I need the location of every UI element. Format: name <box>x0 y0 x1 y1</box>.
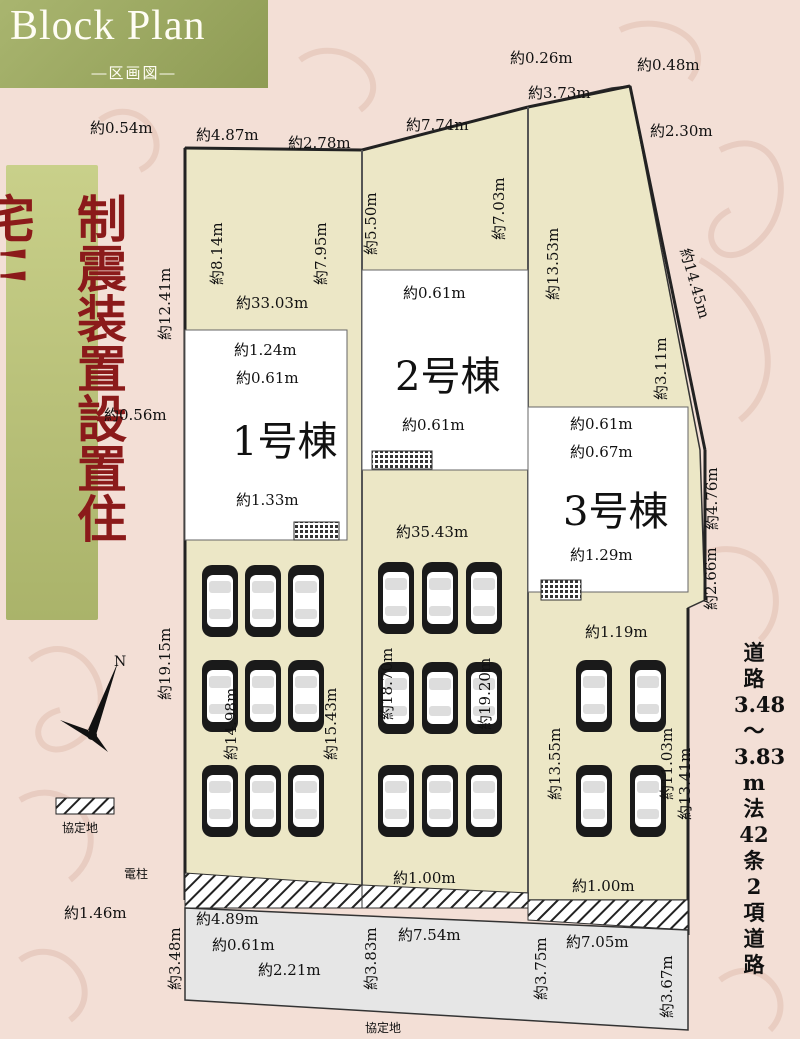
dim-label: 約18.70m <box>378 648 396 720</box>
road-char: 条 <box>743 848 765 873</box>
dim-label: 約13.53m <box>544 228 562 300</box>
vertical-dimension-labels: 約12.41m 約8.14m 約7.95m 約5.50m 約7.03m 約13.… <box>156 177 721 1018</box>
page-subtitle: ―区画図― <box>91 64 177 82</box>
compass-icon: N <box>60 654 126 752</box>
road-label: 道 路 3.48 ～ 3.83 m 法 42 条 2 項 道 路 <box>734 640 786 978</box>
dim-label: 約7.95m <box>312 222 330 285</box>
road-char: 路 <box>743 666 765 691</box>
road-char: 2 <box>746 874 762 899</box>
dim-label: 約14.45m <box>676 246 713 320</box>
building-1-label: 1号棟 <box>232 419 337 465</box>
dim-label: 約1.00m <box>393 869 456 887</box>
road-char: 項 <box>743 900 765 925</box>
title-box: Block Plan ―区画図― <box>0 0 268 88</box>
dim-label: 約12.41m <box>156 268 174 340</box>
road-char: 道 <box>743 640 765 665</box>
compass-label: N <box>114 654 126 670</box>
dim-label: 約0.61m <box>212 936 275 954</box>
road-char: 道 <box>743 926 765 951</box>
dim-label: 約15.43m <box>322 688 340 760</box>
page-title: Block Plan <box>10 3 206 49</box>
dim-label: 約2.30m <box>650 122 713 140</box>
dim-label: 約19.20m <box>476 658 494 730</box>
road-char: 42 <box>739 822 769 847</box>
road-char: 3.83 <box>734 744 786 769</box>
road-char: 法 <box>743 796 765 821</box>
dim-label: 約0.26m <box>510 49 573 67</box>
dim-label: 約0.48m <box>637 56 700 74</box>
road-char: ～ <box>743 718 765 743</box>
dim-label: 約3.48m <box>166 927 184 990</box>
entrance-3 <box>540 579 582 601</box>
dim-label: 約3.73m <box>528 84 591 102</box>
dim-label: 約7.54m <box>398 926 461 944</box>
dim-label: 約33.03m <box>236 294 308 312</box>
denchu-label: 電柱 <box>124 866 148 881</box>
dim-label: 約0.61m <box>236 369 299 387</box>
road-char: 路 <box>743 952 765 977</box>
legend-swatch <box>55 797 115 815</box>
building-2-label: 2号棟 <box>395 354 500 400</box>
dim-label: 約2.21m <box>258 961 321 979</box>
dim-label: 約0.61m <box>403 284 466 302</box>
dim-label: 約7.05m <box>566 933 629 951</box>
dim-label: 約1.00m <box>572 877 635 895</box>
dim-label: 約2.66m <box>702 547 720 610</box>
dim-label: 約0.61m <box>402 416 465 434</box>
dim-label: 約1.46m <box>64 904 127 922</box>
dim-label: 約1.29m <box>570 546 633 564</box>
dim-label: 約14.98m <box>222 688 240 760</box>
dim-label: 約3.67m <box>658 955 676 1018</box>
dim-label: 約1.33m <box>236 491 299 509</box>
dim-label: 約13.41m <box>676 748 694 820</box>
entrance-1 <box>293 521 340 541</box>
dim-label: 約4.87m <box>196 126 259 144</box>
dim-label: 約7.74m <box>406 116 469 134</box>
dim-label: 約11.03m <box>658 728 676 800</box>
dim-label: 約0.67m <box>570 443 633 461</box>
dim-label: 約3.11m <box>652 337 670 400</box>
dim-label: 約8.14m <box>208 222 226 285</box>
dim-label: 約3.83m <box>362 927 380 990</box>
dim-label: 約4.76m <box>703 467 721 530</box>
road-area <box>184 907 689 1031</box>
dim-label: 約4.89m <box>196 910 259 928</box>
dim-label: 約2.78m <box>288 134 351 152</box>
house-2 <box>361 269 529 471</box>
dim-label: 約5.50m <box>362 192 380 255</box>
dim-label: 約0.54m <box>90 119 153 137</box>
building-3-label: 3号棟 <box>563 489 668 535</box>
dim-label: 約19.15m <box>156 628 174 700</box>
legend-label: 協定地 <box>62 820 98 835</box>
entrance-2 <box>371 450 433 470</box>
bottom-kyoteichi-label: 協定地 <box>365 1020 401 1035</box>
road-char: m <box>742 770 766 795</box>
dim-label: 約0.61m <box>570 415 633 433</box>
house-1 <box>184 329 348 541</box>
dim-label: 約0.56m <box>104 406 167 424</box>
dim-label: 約35.43m <box>396 523 468 541</box>
dim-label: 約13.55m <box>546 728 564 800</box>
dimension-labels: 約0.54m 約4.87m 約2.78m 約7.74m 約0.26m 約3.73… <box>64 49 713 979</box>
dim-label: 約3.75m <box>532 937 550 1000</box>
dim-label: 約7.03m <box>490 177 508 240</box>
house-3 <box>527 406 689 593</box>
dim-label: 約1.24m <box>234 341 297 359</box>
dim-label: 約1.19m <box>585 623 648 641</box>
road-char: 3.48 <box>734 692 786 717</box>
